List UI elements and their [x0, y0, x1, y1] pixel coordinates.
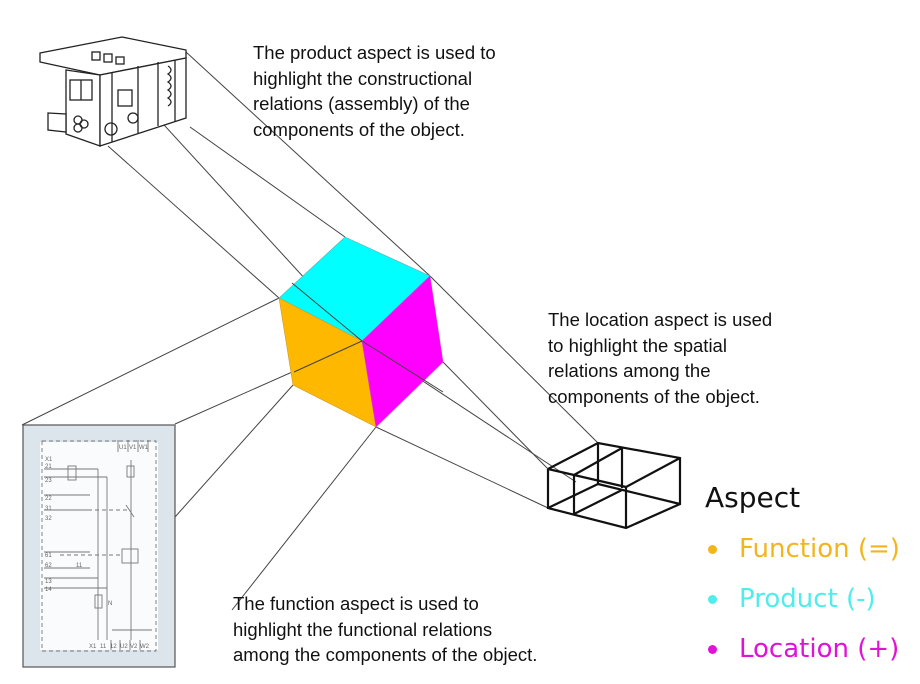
- location-aspect-caption: The location aspect is used to highlight…: [548, 309, 773, 407]
- projection-line: [231, 426, 377, 611]
- legend-item-location: Location (+): [705, 624, 900, 674]
- legend-item-product: Product (-): [705, 574, 900, 624]
- schematic-left-label: 62: [45, 563, 52, 569]
- cube-face-location: [361, 275, 444, 428]
- schematic-neutral-label: N: [108, 601, 112, 607]
- bullet-icon: [708, 544, 717, 554]
- product-aspect-caption: The product aspect is used to highlight …: [253, 42, 496, 140]
- schematic-left-label: 21: [45, 464, 52, 470]
- schematic-bottom-label: W2: [140, 644, 150, 650]
- schematic-terminal-label: V1: [129, 445, 137, 451]
- legend-item-function: Function (=): [705, 524, 900, 574]
- schematic-left-label: X1: [45, 457, 53, 463]
- legend-label: Function (=): [739, 534, 900, 564]
- schematic-left-label: 32: [45, 516, 52, 522]
- schematic-bottom-label: X1: [89, 644, 97, 650]
- projection-line: [21, 297, 280, 426]
- schematic-left-label: 11: [76, 563, 83, 569]
- projection-line: [174, 384, 294, 518]
- schematic-terminal-label: U1: [119, 445, 127, 451]
- product-device-drawing: [39, 36, 187, 147]
- schematic-left-label: 31: [45, 506, 52, 512]
- schematic-left-label: 22: [45, 496, 52, 502]
- schematic-left-label: 23: [45, 478, 52, 484]
- schematic-terminal-label: W1: [139, 445, 149, 451]
- projection-line: [375, 426, 549, 509]
- function-aspect-caption: The function aspect is used to highlight…: [233, 593, 538, 665]
- bullet-icon: [708, 594, 717, 604]
- schematic-bottom-label: V2: [130, 644, 138, 650]
- schematic-left-label: 13: [45, 579, 52, 585]
- function-schematic-panel: U1 V1 W1 X1 21 23 22 31 32 61 62 11 13 1…: [22, 424, 176, 668]
- location-wireframe-box: [546, 441, 682, 530]
- aspect-cube: [278, 236, 444, 428]
- projection-line: [185, 51, 431, 277]
- schematic-left-label: 14: [45, 587, 52, 593]
- projection-line: [442, 361, 549, 470]
- projection-line: [189, 126, 346, 238]
- schematic-bottom-label: U2: [120, 644, 128, 650]
- schematic-bottom-label: 11: [100, 644, 107, 650]
- projection-line: [429, 275, 599, 444]
- legend-label: Product (-): [739, 584, 876, 614]
- bullet-icon: [708, 644, 717, 654]
- projection-lines: [21, 51, 599, 611]
- projection-line: [107, 145, 280, 299]
- schematic-bottom-label: 12: [110, 644, 117, 650]
- aspect-legend: Aspect Function (=) Product (-) Location…: [705, 480, 900, 674]
- schematic-left-label: 61: [45, 553, 52, 559]
- legend-label: Location (+): [739, 634, 900, 664]
- legend-title: Aspect: [705, 481, 801, 514]
